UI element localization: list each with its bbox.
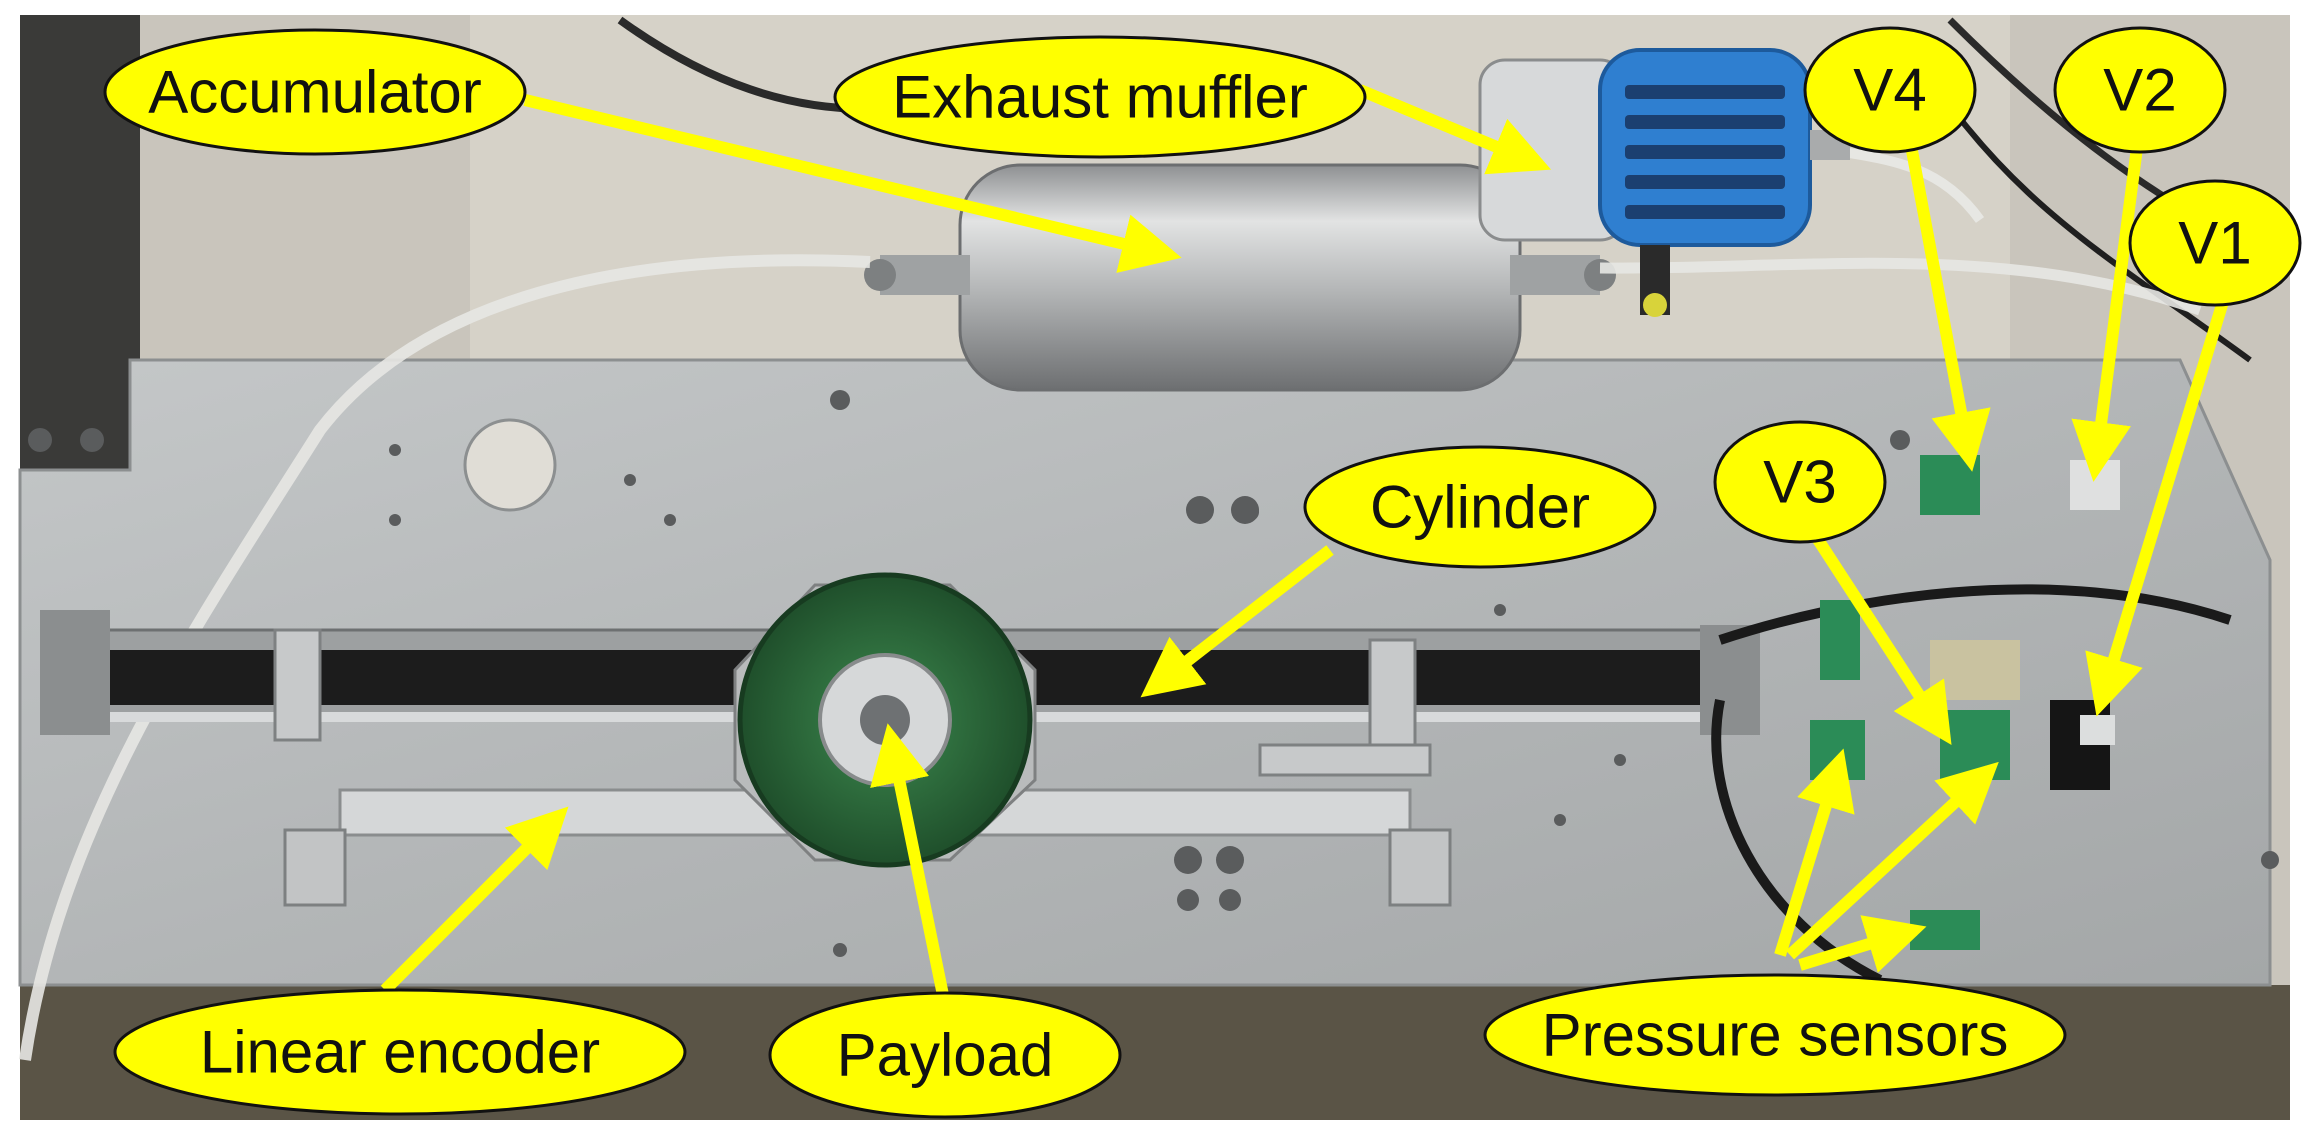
exhaust-muffler-arrow (1357, 84, 1552, 175)
v4-callout: V4 (1803, 26, 1977, 154)
exhaust-muffler-callout: Exhaust muffler (833, 35, 1367, 159)
cylinder-callout: Cylinder (1303, 445, 1657, 569)
v3-callout: V3 (1713, 420, 1887, 544)
accumulator-arrow (523, 94, 1182, 273)
v2-callout: V2 (2053, 26, 2227, 154)
pressure-sensors-callout: Pressure sensors (1483, 973, 2067, 1097)
plate-large-hole (463, 418, 557, 512)
accumulator-tank (864, 163, 1616, 392)
accumulator-callout: Accumulator (103, 28, 527, 156)
annotation-arrows (380, 84, 2231, 1007)
pneumatic-tube (19, 254, 871, 1061)
pressure-sensors-label: Pressure sensors (1542, 1002, 2009, 1069)
v4-arrow (1904, 138, 1991, 472)
plate-holes (28, 390, 2279, 957)
accumulator-label: Accumulator (148, 59, 481, 126)
payload-arrow (870, 723, 951, 1007)
v4-label: V4 (1853, 57, 1926, 124)
cylinder-arrow (1140, 545, 1334, 698)
exhaust-muffler (1478, 48, 1850, 317)
exhaust-muffler-label: Exhaust muffler (892, 64, 1308, 131)
linear-encoder-label: Linear encoder (200, 1019, 600, 1086)
encoder-mount-left (283, 828, 347, 907)
carriage-blocks (273, 628, 1432, 777)
v2-label: V2 (2103, 57, 2176, 124)
payload-weight (733, 572, 1037, 868)
v1-label: V1 (2178, 210, 2251, 277)
payload-label: Payload (837, 1022, 1054, 1089)
linear-encoder-arrow (380, 806, 569, 995)
pressure-sensors-arrow-1 (1774, 748, 1855, 957)
v2-arrow (2071, 139, 2144, 482)
v1-arrow (2085, 293, 2231, 717)
v1-callout: V1 (2128, 179, 2302, 307)
linear-encoder-callout: Linear encoder (113, 988, 687, 1116)
v3-arrow (1809, 531, 1952, 746)
encoder-mount-right (1388, 828, 1452, 907)
callouts: Accumulator Exhaust muffler V4 V2 V1 V3 … (103, 26, 2302, 1119)
cylinder-label: Cylinder (1370, 474, 1590, 541)
payload-callout: Payload (768, 991, 1122, 1119)
pressure-sensors-arrow-2 (1785, 761, 1999, 960)
pressure-sensors-arrow-3 (1798, 915, 1927, 973)
v3-label: V3 (1763, 449, 1836, 516)
